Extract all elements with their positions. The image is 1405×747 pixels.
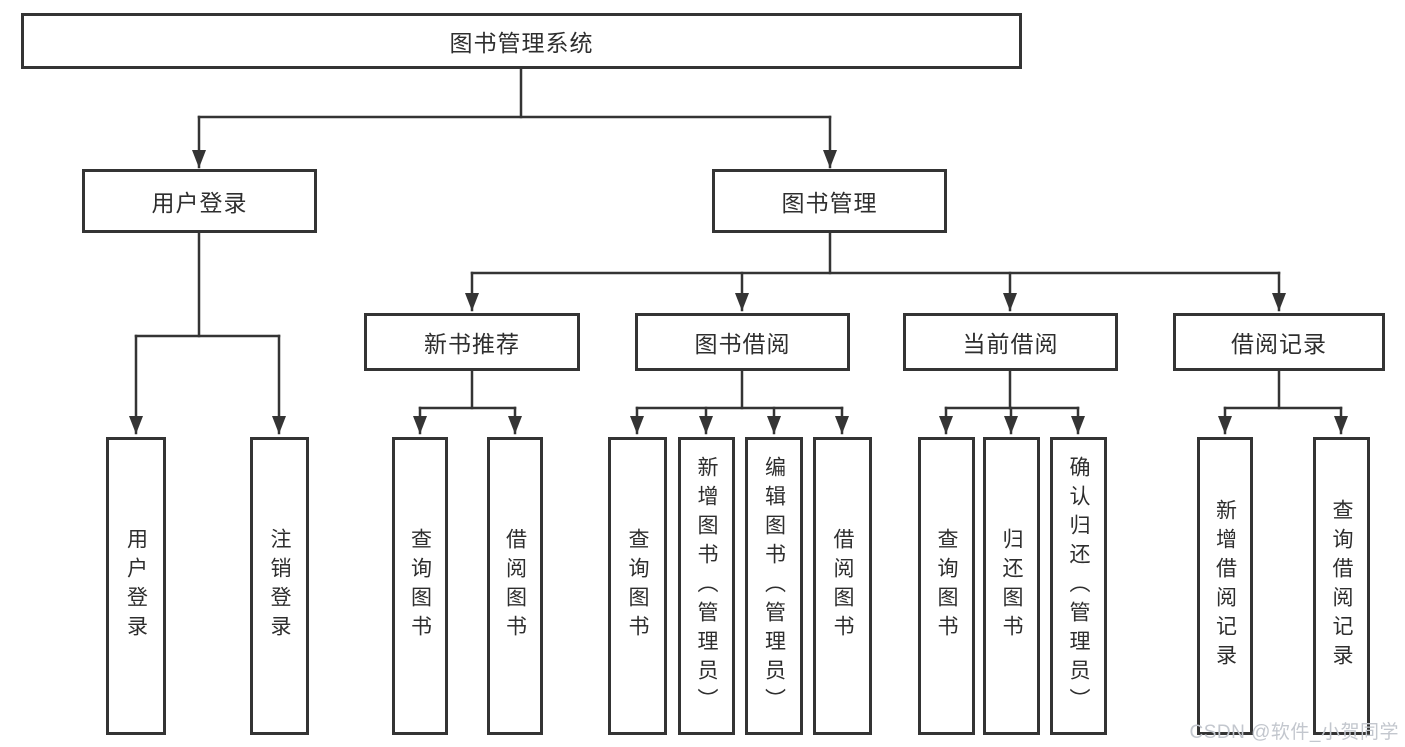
node-label: 新书推荐 [424,331,520,357]
leaf-user-login: 用户登录 [106,437,166,735]
leaf-query-books-current: 查询图书 [918,437,975,735]
node-label: 归还图书 [1000,528,1023,644]
csdn-watermark: CSDN @软件_小贺同学 [1189,722,1399,743]
node-new-book-recommend: 新书推荐 [364,313,580,371]
node-label: 注销登录 [268,528,291,644]
leaf-query-borrow-record: 查询借阅记录 [1313,437,1370,735]
leaf-return-books: 归还图书 [983,437,1040,735]
node-label: 查询图书 [408,528,432,644]
node-label: 新增图书（管理员） [695,455,718,717]
node-label: 借阅图书 [503,528,527,644]
node-label: 编辑图书（管理员） [762,455,786,717]
node-book-borrow: 图书借阅 [635,313,850,371]
leaf-edit-books-admin: 编辑图书（管理员） [745,437,803,735]
node-label: 查询图书 [626,528,649,644]
node-label: 确认归还（管理员） [1067,455,1090,717]
leaf-query-books-borrow: 查询图书 [608,437,667,735]
node-label: 用户登录 [124,528,148,644]
leaf-borrow-books: 借阅图书 [813,437,872,735]
node-borrow-records: 借阅记录 [1173,313,1385,371]
leaf-add-books-admin: 新增图书（管理员） [678,437,735,735]
node-label: 当前借阅 [962,331,1059,357]
node-label: 用户登录 [151,190,248,216]
node-label: 新增借阅记录 [1213,499,1237,673]
leaf-add-borrow-record: 新增借阅记录 [1197,437,1253,735]
node-label: 图书管理系统 [449,30,594,56]
node-label: 图书管理 [781,190,878,216]
leaf-logout: 注销登录 [250,437,309,735]
node-label: 借阅图书 [831,528,854,644]
node-label: 查询图书 [935,528,958,644]
node-book-management: 图书管理 [712,169,947,233]
node-current-borrow: 当前借阅 [903,313,1118,371]
node-book-management-system: 图书管理系统 [21,13,1022,69]
node-label: 查询借阅记录 [1330,499,1353,673]
leaf-confirm-return-admin: 确认归还（管理员） [1050,437,1107,735]
node-label: 借阅记录 [1231,331,1327,357]
node-label: 图书借阅 [694,331,791,357]
leaf-query-books-recommend: 查询图书 [392,437,448,735]
leaf-borrow-books-recommend: 借阅图书 [487,437,543,735]
node-user-login: 用户登录 [82,169,317,233]
